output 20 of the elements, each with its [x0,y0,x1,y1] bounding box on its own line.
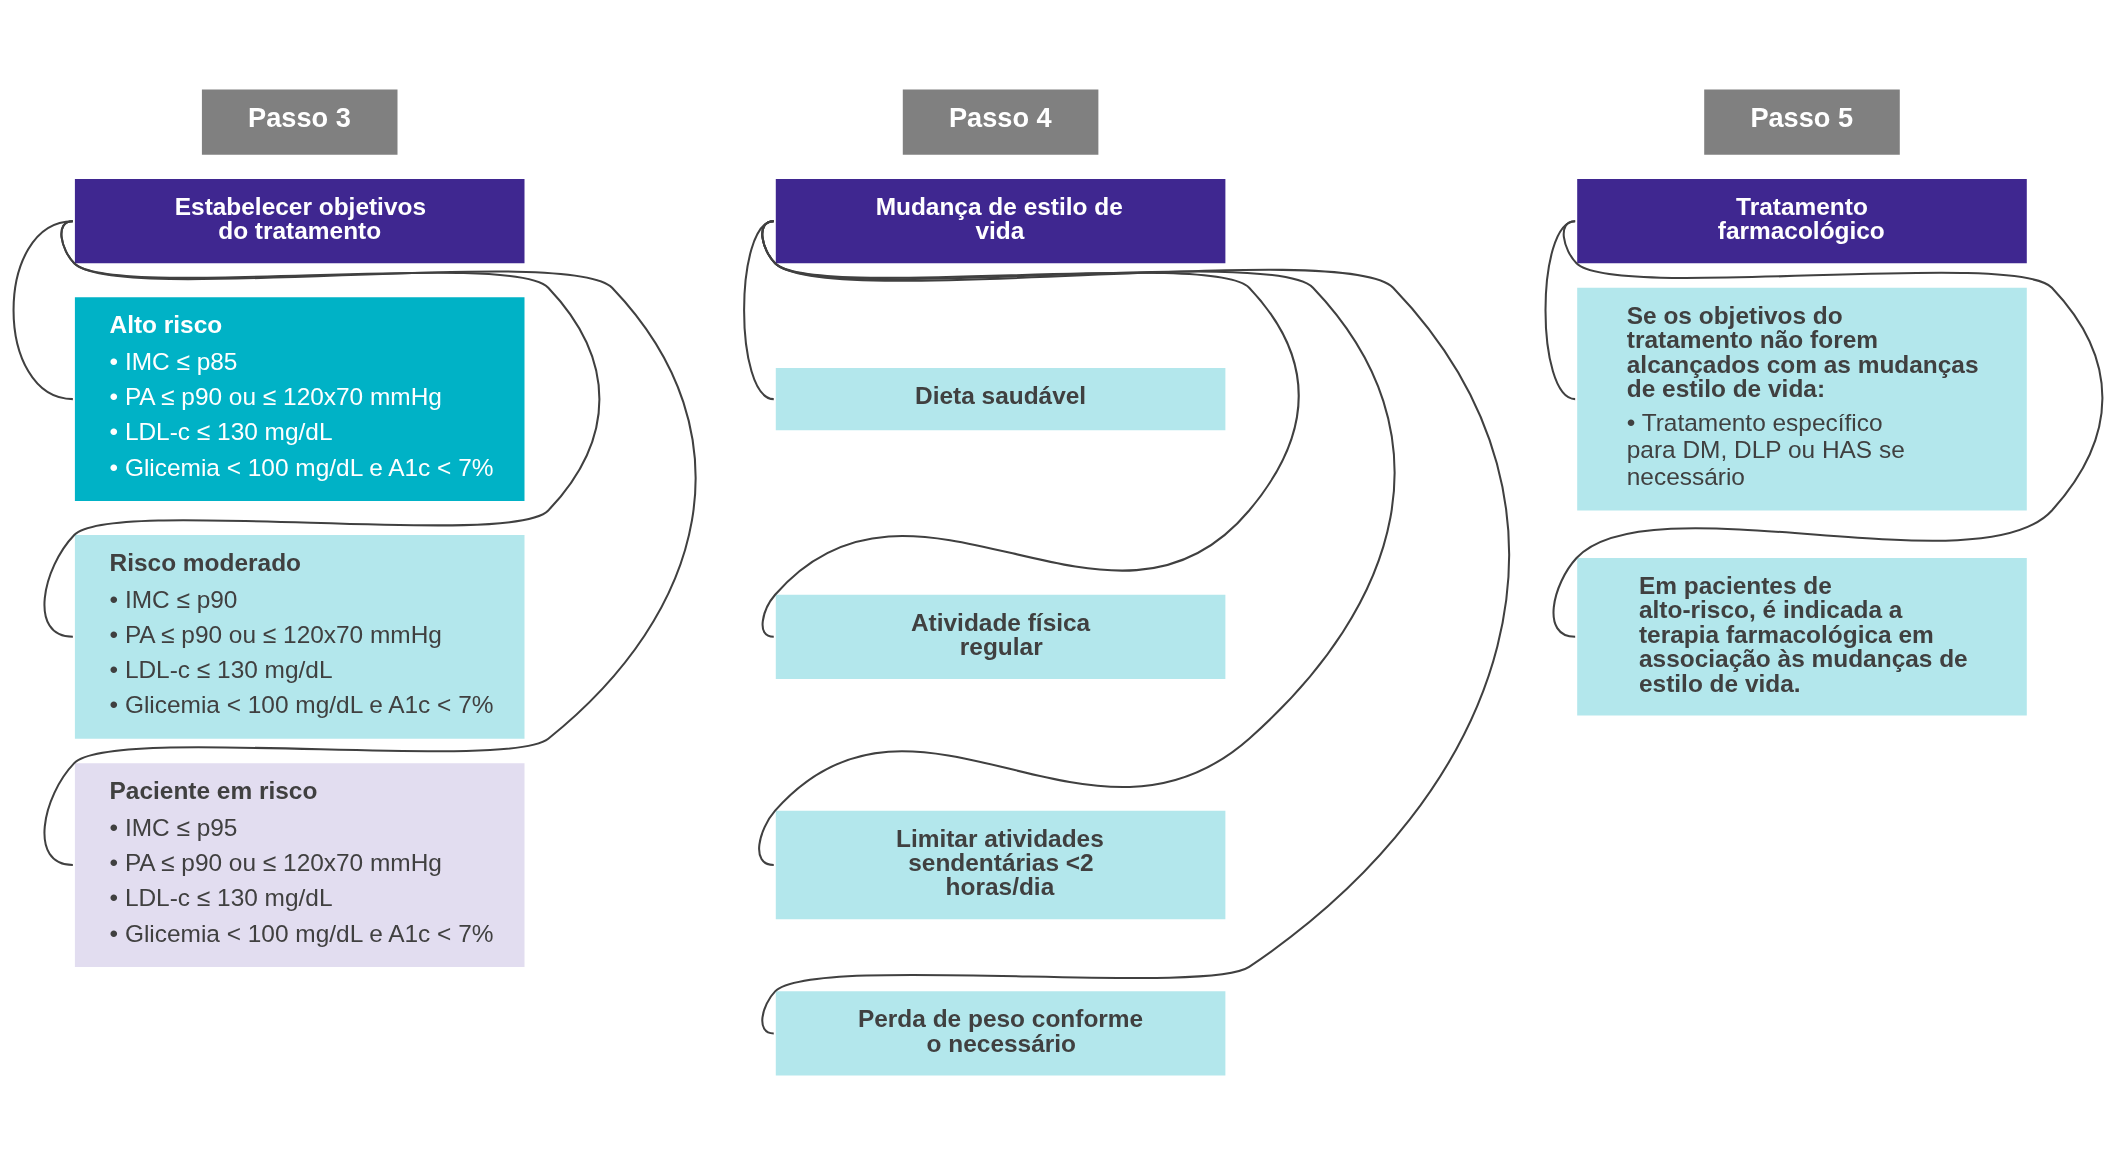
node-box: Alto risco • IMC ≤ p85 • PA ≤ p90 ou ≤ 120x70 mmHg • LDL-c ≤ 130 mg/dL • Glicemia < 100 mg/dL e A1c < 7% [74,296,525,501]
node-box: Perda de peso conforme o necessário [775,990,1226,1076]
connector [12,219,74,400]
node-box: Passo 5 [1704,88,1900,155]
node-box: Dieta saudável [775,367,1226,430]
node-box: Em pacientes de alto-risco, é indicada a terapia farmacológica em associação às mudanças de estilo de vida. [1577,557,2027,716]
node-box: Paciente em risco • IMC ≤ p95 • PA ≤ p90 ou ≤ 120x70 mmHg • LDL-c ≤ 130 mg/dL • Glicemia < 100 mg/dL e A1c < 7% [74,762,525,967]
node-box: Tratamento farmacológico [1577,178,2027,263]
node-box: Risco moderado • IMC ≤ p90 • PA ≤ p90 ou ≤ 120x70 mmHg • LDL-c ≤ 130 mg/dL • Glicemia < 100 mg/dL e A1c < 7% [74,534,525,739]
node-box: Se os objetivos do tratamento não forem alcançados com as mudanças de estilo de vida: • Tratamento específico para DM, DLP ou HAS se necessário [1577,287,2027,510]
node-box: Mudança de estilo de vida [775,178,1226,263]
node-box: Passo 4 [902,88,1099,155]
connector [1544,219,1576,400]
connector [761,220,1509,1034]
node-box: Atividade física regular [775,594,1226,679]
connector [43,219,697,866]
node-box: Estabelecer objetivos do tratamento [74,178,525,263]
node-box: Passo 3 [201,88,398,155]
node-box: Limitar atividades sendentárias <2 horas/dia [775,810,1226,919]
connector [1552,219,2103,638]
